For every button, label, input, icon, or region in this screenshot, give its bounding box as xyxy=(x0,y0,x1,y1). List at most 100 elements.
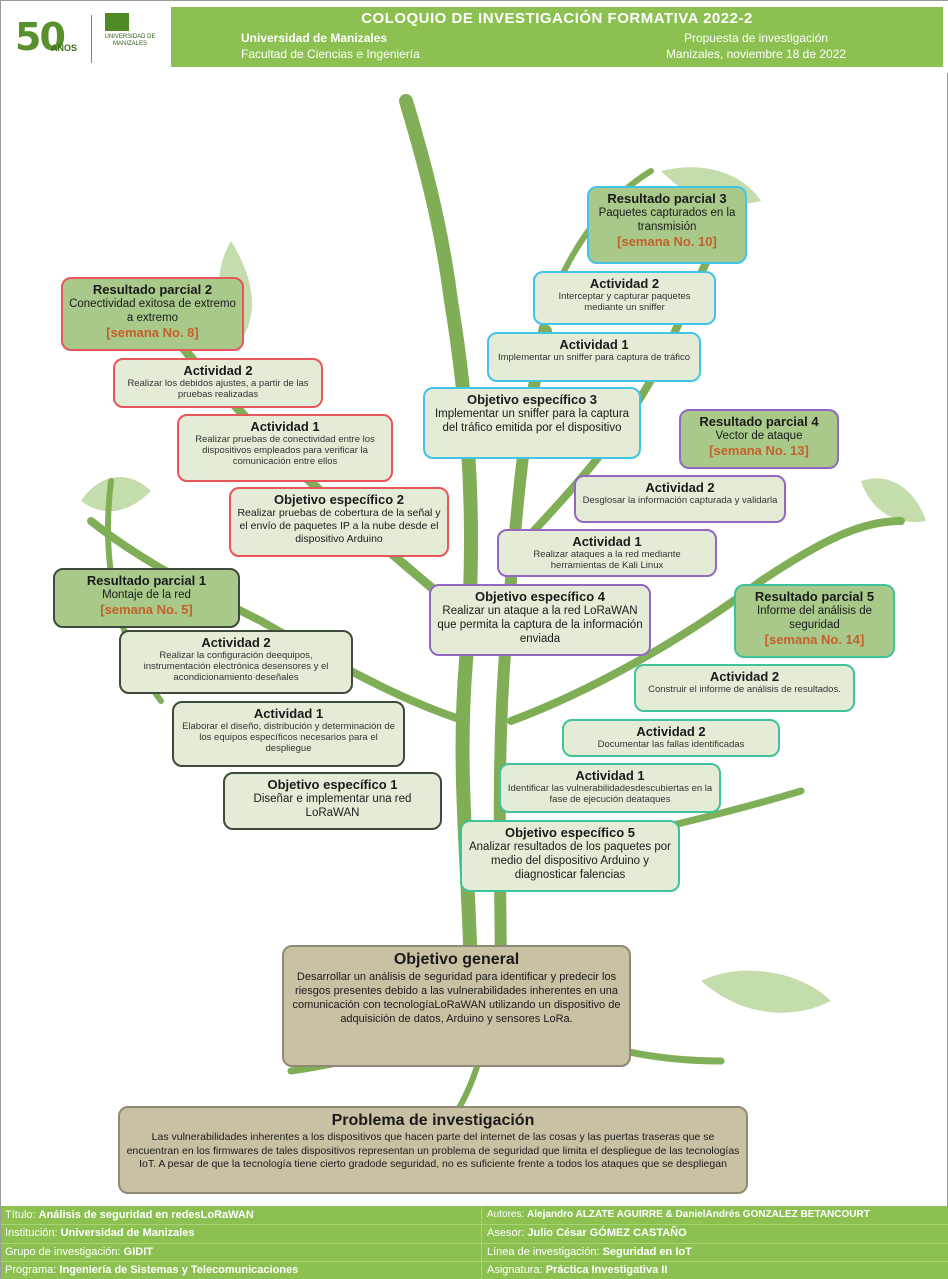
actividad-title: Actividad 2 xyxy=(645,480,715,495)
objetivo-general-desc: Desarrollar un análisis de seguridad par… xyxy=(292,971,621,1025)
faculty-name: Facultad de Ciencias e Ingeniería xyxy=(241,47,420,61)
actividad-2-obj1: Actividad 2 Realizar la configuración de… xyxy=(119,630,353,694)
objetivo-especifico-4: Objetivo específico 4 Realizar un ataque… xyxy=(429,584,651,656)
actividad-desc: Realizar pruebas de conectividad entre l… xyxy=(195,434,375,467)
actividad-title: Actividad 1 xyxy=(575,768,645,783)
objetivo-title: Objetivo específico 3 xyxy=(466,392,598,407)
footer-grupo-label: Grupo de investigación: xyxy=(5,1246,121,1258)
university-name: Universidad de Manizales xyxy=(241,31,388,45)
actividad-title: Actividad 2 xyxy=(709,669,780,684)
actividad-title: Actividad 2 xyxy=(636,724,706,739)
actividad-title: Actividad 1 xyxy=(250,419,320,434)
university-emblem-icon xyxy=(105,13,129,31)
footer-autores: Autores: Alejandro ALZATE AGUIRRE & Dani… xyxy=(487,1206,945,1224)
actividad-1-obj1: Actividad 1 Elaborar el diseño, distribu… xyxy=(172,701,405,767)
logo-university-name: UNIVERSIDAD DE MANIZALES xyxy=(104,34,156,47)
objetivo-title: Objetivo específico 1 xyxy=(267,777,398,792)
event-date: Manizales, noviembre 18 de 2022 xyxy=(665,47,847,61)
footer-asignatura-value: Práctica Investigativa II xyxy=(545,1264,668,1276)
actividad-title: Actividad 2 xyxy=(201,635,271,650)
resultado-parcial-2: Resultado parcial 2 Conectividad exitosa… xyxy=(61,277,244,351)
objetivo-desc: Implementar un sniffer para la captura d… xyxy=(434,408,630,434)
actividad-title: Actividad 1 xyxy=(253,706,324,721)
problema-desc: Las vulnerabilidades inherentes a los di… xyxy=(126,1131,740,1170)
actividad-title: Actividad 1 xyxy=(559,337,629,352)
resultado-2-week: [semana No. 8] xyxy=(106,325,199,340)
resultado-2-desc: Conectividad exitosa de extremo a extrem… xyxy=(69,298,236,324)
footer-grupo-value: GIDIT xyxy=(123,1246,153,1258)
footer-asignatura-label: Asignatura: xyxy=(487,1264,543,1276)
actividad-desc: Realizar los debidos ajustes, a partir d… xyxy=(127,378,309,400)
anniversary-number: 50 xyxy=(15,15,66,59)
actividad-title: Actividad 2 xyxy=(183,363,253,378)
logo-divider xyxy=(91,15,92,63)
resultado-3-title: Resultado parcial 3 xyxy=(607,191,727,206)
objetivo-title: Objetivo específico 4 xyxy=(474,589,606,604)
resultado-4-week: [semana No. 13] xyxy=(709,443,809,458)
footer-row-divider xyxy=(1,1243,948,1244)
footer-institucion-value: Universidad de Manizales xyxy=(60,1227,195,1239)
resultado-1-title: Resultado parcial 1 xyxy=(86,573,207,588)
conference-title: COLOQUIO DE INVESTIGACIÓN FORMATIVA 2022… xyxy=(361,10,753,27)
footer-titulo: Título: Análisis de seguridad en redesLo… xyxy=(5,1206,475,1224)
resultado-4-desc: Vector de ataque xyxy=(715,430,803,442)
objetivo-title: Objetivo específico 5 xyxy=(504,825,636,840)
actividad-1-obj5: Actividad 1 Identificar las vulnerabilid… xyxy=(499,763,721,813)
footer-programa-value: Ingeniería de Sistemas y Telecomunicacio… xyxy=(59,1264,299,1276)
footer-row-divider xyxy=(1,1261,948,1262)
actividad-2-obj4: Actividad 2 Desglosar la información cap… xyxy=(574,475,786,523)
objetivo-especifico-1: Objetivo específico 1 Diseñar e implemen… xyxy=(223,772,442,830)
actividad-1-obj4: Actividad 1 Realizar ataques a la red me… xyxy=(497,529,717,577)
actividad-1-obj2: Actividad 1 Realizar pruebas de conectiv… xyxy=(177,414,393,482)
footer-asesor-label: Asesor: xyxy=(487,1227,525,1239)
footer-asesor-value: Julio César GÓMEZ CASTAÑO xyxy=(527,1227,687,1239)
resultado-parcial-3: Resultado parcial 3 Paquetes capturados … xyxy=(587,186,747,264)
actividad-2-informe: Actividad 2 Construir el informe de anál… xyxy=(634,664,855,712)
actividad-desc: Realizar la configuración deequipos, ins… xyxy=(143,650,329,683)
university-logo: 50 AÑOS UNIVERSIDAD DE MANIZALES xyxy=(9,7,169,67)
actividad-desc: Realizar ataques a la red mediante herra… xyxy=(533,549,681,571)
actividad-desc: Construir el informe de análisis de resu… xyxy=(648,684,841,695)
actividad-desc: Identificar las vulnerabilidadesdescubie… xyxy=(507,783,713,805)
objetivo-desc: Analizar resultados de los paquetes por … xyxy=(468,841,671,881)
actividad-2-obj3: Actividad 2 Interceptar y capturar paque… xyxy=(533,271,716,325)
actividad-2-fallas: Actividad 2 Documentar las fallas identi… xyxy=(562,719,780,757)
footer-linea-label: Línea de investigación: xyxy=(487,1246,600,1258)
footer-autores-value: Alejandro ALZATE AGUIRRE & DanielAndrés … xyxy=(527,1209,870,1220)
footer-linea-value: Seguridad en IoT xyxy=(602,1246,692,1258)
footer-titulo-value: Análisis de seguridad en redesLoRaWAN xyxy=(38,1209,254,1221)
problema-title: Problema de investigación xyxy=(331,1112,535,1129)
resultado-5-title: Resultado parcial 5 xyxy=(754,589,875,604)
footer: Título: Análisis de seguridad en redesLo… xyxy=(1,1206,948,1279)
proposal-label: Propuesta de investigación xyxy=(683,31,829,45)
footer-titulo-label: Título: xyxy=(5,1209,36,1221)
objetivo-title: Objetivo específico 2 xyxy=(273,492,405,507)
problema-investigacion: Problema de investigación Las vulnerabil… xyxy=(118,1106,748,1194)
footer-row-divider xyxy=(1,1224,948,1225)
resultado-3-week: [semana No. 10] xyxy=(617,234,717,249)
objetivo-especifico-5: Objetivo específico 5 Analizar resultado… xyxy=(460,820,680,892)
footer-divider xyxy=(481,1206,482,1279)
resultado-2-title: Resultado parcial 2 xyxy=(92,282,213,297)
resultado-parcial-4: Resultado parcial 4 Vector de ataque [se… xyxy=(679,409,839,469)
resultado-parcial-5: Resultado parcial 5 Informe del análisis… xyxy=(734,584,895,658)
footer-programa-label: Programa: xyxy=(5,1264,57,1276)
footer-asesor: Asesor: Julio César GÓMEZ CASTAÑO xyxy=(487,1224,945,1242)
header-title-bar: COLOQUIO DE INVESTIGACIÓN FORMATIVA 2022… xyxy=(171,7,943,67)
actividad-desc: Documentar las fallas identificadas xyxy=(597,739,745,750)
resultado-1-desc: Montaje de la red xyxy=(102,589,191,601)
actividad-desc: Implementar un sniffer para captura de t… xyxy=(497,352,691,363)
resultado-5-desc: Informe del análisis de seguridad xyxy=(756,605,873,631)
objetivo-especifico-3: Objetivo específico 3 Implementar un sni… xyxy=(423,387,641,459)
resultado-4-title: Resultado parcial 4 xyxy=(699,414,819,429)
actividad-desc: Interceptar y capturar paquetes mediante… xyxy=(558,291,691,313)
objetivo-especifico-2: Objetivo específico 2 Realizar pruebas d… xyxy=(229,487,449,557)
anniversary-years: AÑOS xyxy=(51,43,78,53)
resultado-parcial-1: Resultado parcial 1 Montaje de la red [s… xyxy=(53,568,240,628)
footer-linea: Línea de investigación: Seguridad en IoT xyxy=(487,1243,945,1261)
resultado-5-week: [semana No. 14] xyxy=(764,632,865,647)
objetivo-general-title: Objetivo general xyxy=(393,951,520,968)
actividad-2-obj2: Actividad 2 Realizar los debidos ajustes… xyxy=(113,358,323,408)
header: 50 AÑOS UNIVERSIDAD DE MANIZALES COLOQUI… xyxy=(1,1,948,73)
